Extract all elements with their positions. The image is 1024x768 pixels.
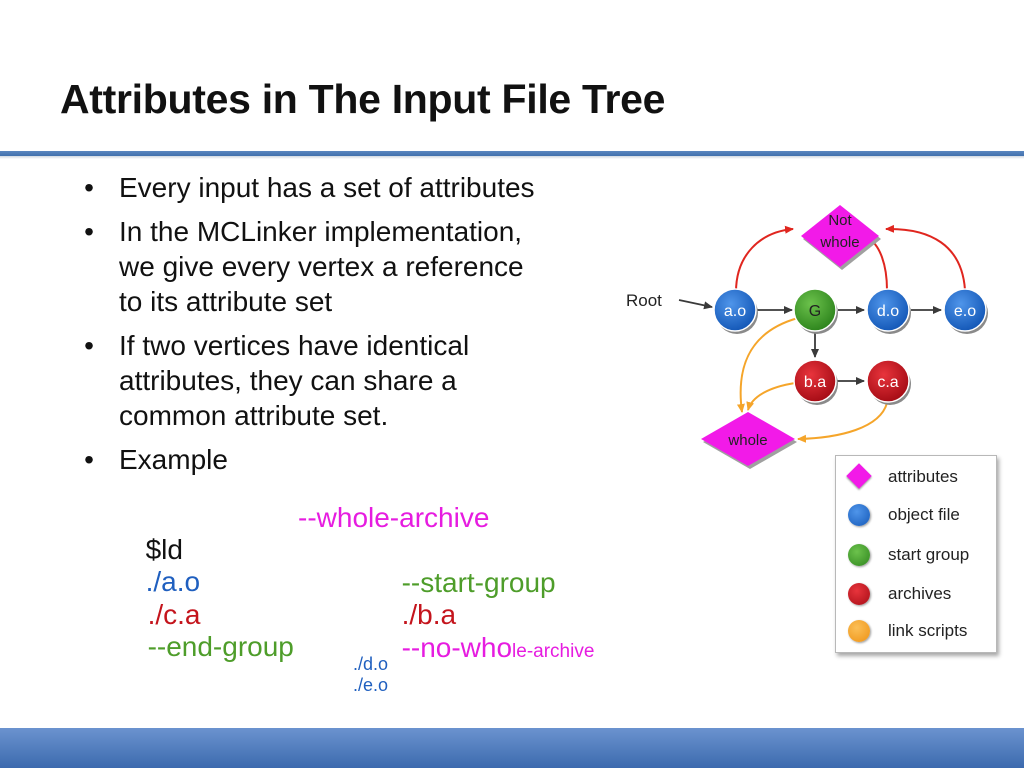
- example-line-4: --no-whole-archive: [386, 600, 595, 664]
- edge-ba-whole: [746, 382, 796, 411]
- legend-label: archives: [888, 584, 952, 603]
- legend-label: object file: [888, 505, 960, 524]
- edge-ca-whole: [797, 402, 888, 443]
- bullet-item: • Example: [78, 442, 678, 477]
- legend-item-start-group: start group: [836, 542, 996, 572]
- node-b-a-label: b.a: [804, 374, 826, 391]
- title-divider-shadow: [0, 156, 1024, 159]
- bullet-list: • Every input has a set of attributes • …: [78, 170, 678, 486]
- cmd-end-group: --end-group: [147, 631, 294, 662]
- cmd-a-o: ./a.o: [145, 566, 201, 597]
- cmd-e-o: ./e.o: [353, 675, 389, 695]
- example-line-3: ./c.a --end-group: [132, 567, 294, 663]
- bullet-dot: •: [84, 330, 94, 361]
- node-e-o-label: e.o: [954, 303, 976, 320]
- not-whole-attribute-node: Not whole: [801, 205, 881, 270]
- example-line-1: $ld ./a.o: [130, 502, 200, 598]
- blue-circle-icon: [848, 504, 870, 526]
- legend-item-attributes: attributes: [836, 463, 996, 494]
- legend-item-archives: archives: [836, 581, 996, 611]
- legend-item-link-scripts: link scripts: [836, 618, 996, 648]
- node-g-label: G: [809, 303, 821, 320]
- whole-attribute-node: whole: [701, 412, 797, 469]
- green-circle-icon: [848, 544, 870, 566]
- bullet-line: Every input has a set of attributes: [119, 172, 535, 203]
- diamond-icon: [846, 463, 872, 489]
- not-whole-label-line2: whole: [819, 234, 859, 251]
- bullet-line: common attribute set.: [119, 400, 389, 431]
- cmd-b-a: ./b.a: [401, 599, 457, 630]
- edge-root-ao: [678, 299, 713, 310]
- root-label: Root: [626, 291, 662, 310]
- edge-eo-notwhole: [885, 224, 966, 291]
- slide-title: Attributes in The Input File Tree: [60, 76, 666, 122]
- bullet-line: to its attribute set: [119, 286, 333, 317]
- node-c-a: c.a: [866, 359, 911, 405]
- legend-label: attributes: [888, 467, 958, 486]
- cmd-ld: $ld: [145, 534, 183, 565]
- node-b-a: b.a: [793, 359, 838, 405]
- example-line-5: ./d.o ./e.o: [343, 633, 388, 696]
- legend-item-object-file: object file: [836, 502, 996, 532]
- edge-g-whole: [736, 317, 799, 413]
- whole-label: whole: [727, 432, 767, 449]
- node-a-o-label: a.o: [724, 303, 746, 320]
- orange-circle-icon: [848, 620, 870, 642]
- cmd-c-a: ./c.a: [147, 599, 201, 630]
- bullet-dot: •: [84, 444, 94, 475]
- diagram-legend: attributes object file start group archi…: [835, 455, 997, 653]
- bullet-line: we give every vertex a reference: [119, 251, 524, 282]
- cmd-no-who: --no-who: [401, 632, 513, 663]
- example-line-2: --start-group ./b.a: [386, 535, 556, 631]
- cmd-whole-archive: --whole-archive: [298, 502, 490, 533]
- footer-bar: [0, 728, 1024, 768]
- node-e-o: e.o: [943, 288, 988, 334]
- not-whole-label-line1: Not: [828, 212, 852, 229]
- cmd-start-group: --start-group: [401, 567, 556, 598]
- bullet-line: attributes, they can share a: [119, 365, 457, 396]
- title-divider: [0, 151, 1024, 156]
- legend-label: link scripts: [888, 621, 968, 640]
- legend-label: start group: [888, 545, 970, 564]
- bullet-dot: •: [84, 216, 94, 247]
- node-g: G: [793, 288, 838, 334]
- red-circle-icon: [848, 583, 870, 605]
- node-a-o: a.o: [713, 288, 758, 334]
- bullet-line: Example: [119, 444, 228, 475]
- edge-ao-notwhole: [735, 225, 794, 293]
- bullet-item: • Every input has a set of attributes: [78, 170, 678, 205]
- bullet-dot: •: [84, 172, 94, 203]
- cmd-le-archive: le-archive: [512, 641, 595, 662]
- bullet-item: • If two vertices have identical attribu…: [78, 328, 678, 433]
- node-c-a-label: c.a: [877, 374, 898, 391]
- bullet-item: • In the MCLinker implementation, we giv…: [78, 214, 678, 319]
- cmd-d-o: ./d.o: [353, 654, 389, 674]
- node-d-o: d.o: [866, 288, 911, 334]
- bullet-line: In the MCLinker implementation,: [119, 216, 523, 247]
- bullet-line: If two vertices have identical: [119, 330, 470, 361]
- node-d-o-label: d.o: [877, 303, 899, 320]
